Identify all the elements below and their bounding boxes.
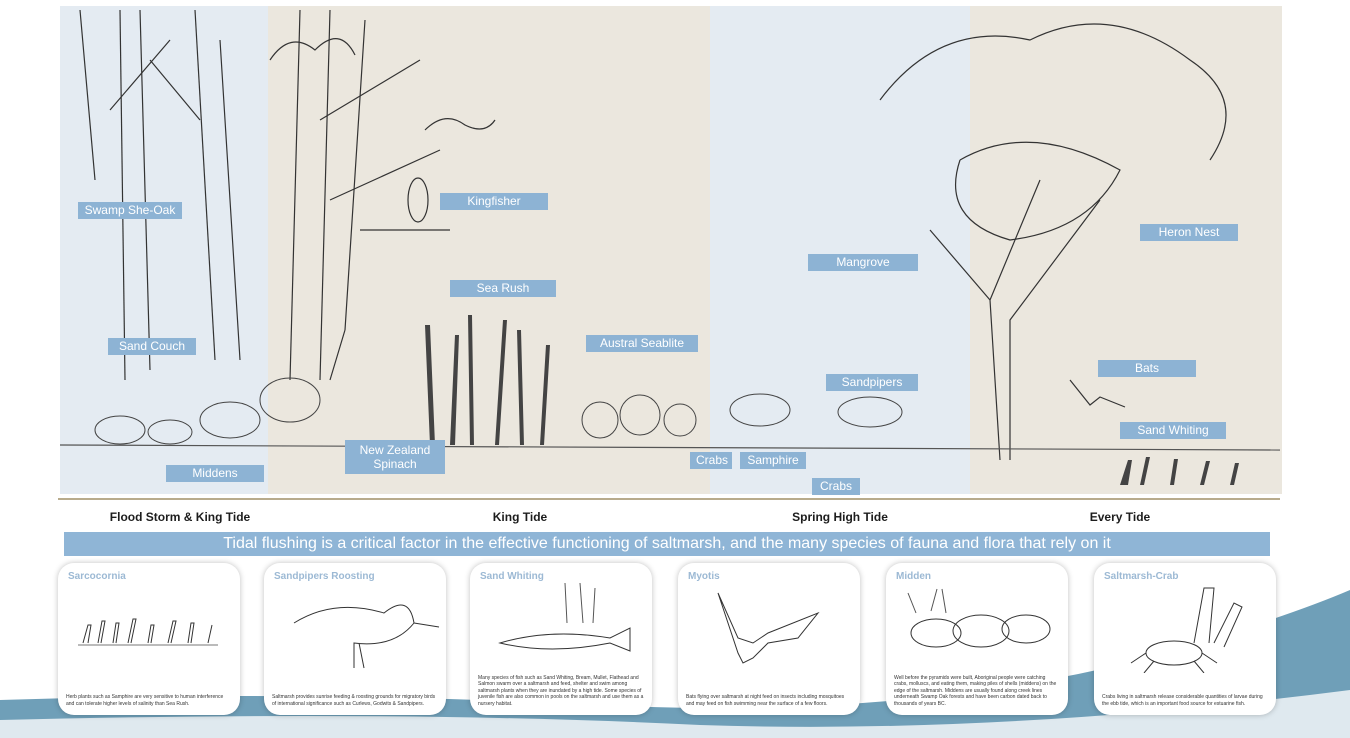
zone-title-spring: Spring High Tide	[760, 510, 920, 524]
card-title: Myotis	[688, 571, 720, 582]
label-middens: Middens	[166, 465, 264, 482]
card-sand-whiting: Sand Whiting Many species of fish such a…	[470, 563, 652, 715]
label-kingfisher: Kingfisher	[440, 193, 548, 210]
card-title: Sarcocornia	[68, 571, 126, 582]
sarcocornia-illustration	[58, 583, 240, 673]
kingfisher-illustration	[408, 178, 428, 222]
card-title: Saltmarsh-Crab	[1104, 571, 1178, 582]
card-text: Well before the pyramids were built, Abo…	[894, 675, 1060, 708]
zone-title-king: King Tide	[440, 510, 600, 524]
mangrove-trunk	[930, 180, 1040, 460]
label-sand-couch: Sand Couch	[108, 338, 196, 355]
card-midden: Midden Well before the pyramids were bui…	[886, 563, 1068, 715]
card-text: Saltmarsh provides sunrise feeding & roo…	[272, 694, 438, 707]
midden-illustration	[886, 583, 1068, 673]
label-samphire: Samphire	[740, 452, 806, 469]
bat-illustration	[1070, 380, 1125, 407]
card-saltmarsh-crab: Saltmarsh-Crab Crabs living in saltmarsh…	[1094, 563, 1276, 715]
sandpiper-illustration	[264, 583, 446, 673]
label-sand-whiting: Sand Whiting	[1120, 422, 1226, 439]
card-text: Herb plants such as Samphire are very se…	[66, 694, 232, 707]
label-crabs-bottom: Crabs	[812, 478, 860, 495]
card-text: Bats flying over saltmarsh at night feed…	[686, 694, 852, 707]
she-oak-trunk	[120, 10, 125, 380]
crab-illustration	[1094, 583, 1276, 673]
label-mangrove: Mangrove	[808, 254, 918, 271]
label-crabs-left: Crabs	[690, 452, 732, 469]
tree-trunk	[290, 10, 300, 380]
card-myotis: Myotis Bats flying over saltmarsh at nig…	[678, 563, 860, 715]
card-text: Many species of fish such as Sand Whitin…	[478, 675, 644, 708]
card-sandpipers-roosting: Sandpipers Roosting Saltmarsh provides s…	[264, 563, 446, 715]
card-title: Midden	[896, 571, 931, 582]
label-austral-seablite: Austral Seablite	[586, 335, 698, 352]
zone-title-flood: Flood Storm & King Tide	[80, 510, 280, 524]
label-heron-nest: Heron Nest	[1140, 224, 1238, 241]
label-bats: Bats	[1098, 360, 1196, 377]
label-new-zealand-spinach: New Zealand Spinach	[345, 440, 445, 474]
bat-card-illustration	[678, 583, 860, 673]
label-sea-rush: Sea Rush	[450, 280, 556, 297]
sea-rush-illustration	[425, 315, 550, 445]
zone-title-every: Every Tide	[1060, 510, 1180, 524]
label-swamp-she-oak: Swamp She-Oak	[78, 202, 182, 219]
sand-whiting-illustration	[470, 583, 652, 673]
card-title: Sand Whiting	[480, 571, 544, 582]
card-sarcocornia: Sarcocornia Herb plants such as Samphire…	[58, 563, 240, 715]
card-title: Sandpipers Roosting	[274, 571, 375, 582]
card-text: Crabs living in saltmarsh release consid…	[1102, 694, 1268, 707]
tide-divider	[58, 498, 1280, 500]
label-sandpipers: Sandpipers	[826, 374, 918, 391]
tidal-flushing-banner: Tidal flushing is a critical factor in t…	[64, 532, 1270, 556]
